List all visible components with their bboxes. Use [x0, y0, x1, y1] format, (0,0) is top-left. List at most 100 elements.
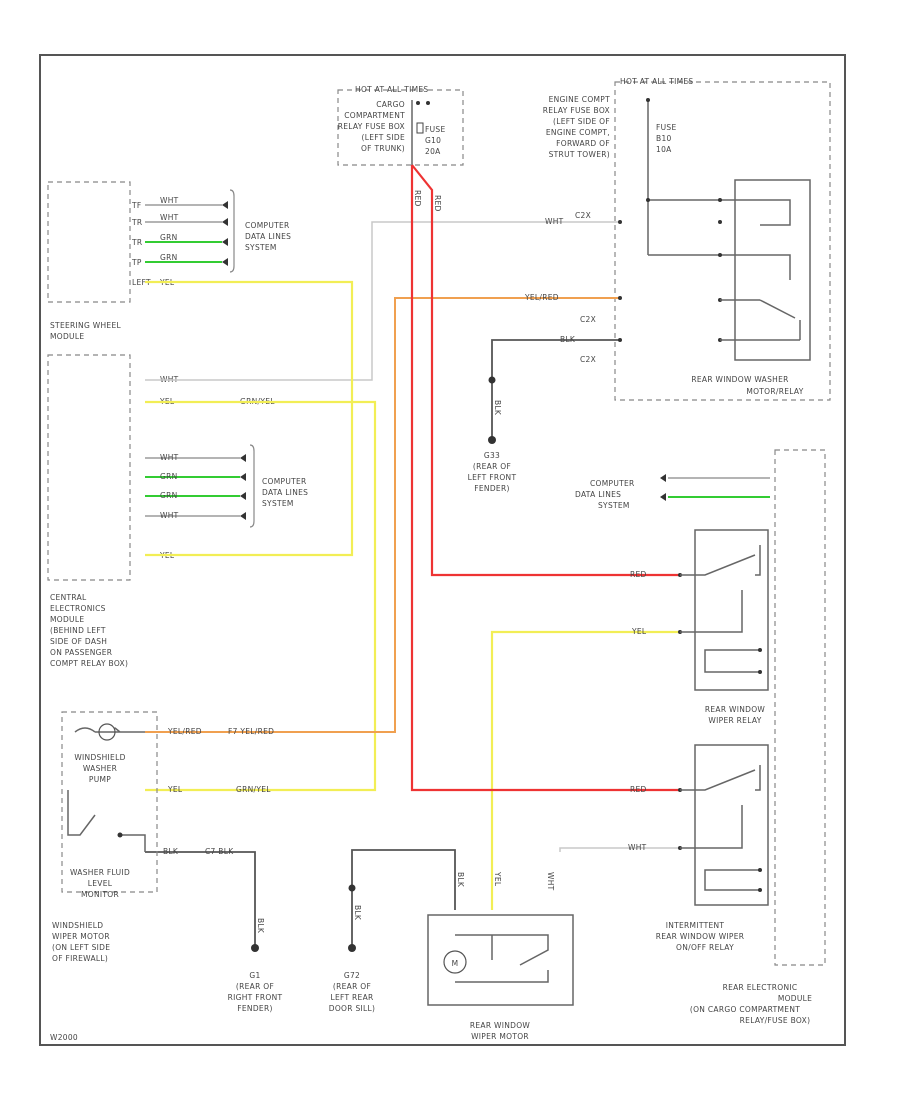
g72-label-1: G72: [344, 971, 360, 980]
steering-arrows: [222, 201, 228, 266]
fuse-left-dot-2: [426, 101, 430, 105]
pump-connector: [74, 727, 145, 733]
fuse-left-lbl-1: FUSE: [425, 125, 446, 134]
lbl-v-blk-g72: BLK: [353, 905, 362, 921]
fuse-right-loc-3: (LEFT SIDE OF: [553, 117, 610, 126]
lbl-v-red-top2: RED: [433, 195, 442, 212]
lbl-mon-blk-r: C7 BLK: [205, 847, 234, 856]
wire-yel-motor-to-wiper-relay: [490, 630, 680, 910]
g72-label-4: DOOR SILL): [329, 1004, 375, 1013]
g72-label-3: LEFT REAR: [330, 993, 373, 1002]
rem-label-3: (ON CARGO COMPARTMENT: [690, 1005, 800, 1014]
wire-wht-cem-to-washer: [145, 221, 620, 381]
washer-relay-switch: [759, 299, 796, 319]
lbl-c2b: C2X: [580, 315, 596, 324]
g1-label-4: FENDER): [237, 1004, 272, 1013]
steering-wire-label-3: GRN: [160, 233, 178, 242]
fuse-right-lbl-1: FUSE: [656, 123, 677, 132]
motor-m-glyph: M: [452, 959, 459, 968]
data-lines-b-1: COMPUTER: [262, 477, 307, 486]
g33-label-1: G33: [484, 451, 500, 460]
g33-label-3: LEFT FRONT: [468, 473, 517, 482]
rem-data-arrows: [660, 474, 666, 501]
lbl-g33-blk: BLK: [493, 400, 502, 416]
steering-label-1: STEERING WHEEL: [50, 321, 121, 330]
lbl-wht2: WHT: [628, 843, 647, 852]
fuse-right-loc-6: STRUT TOWER): [549, 150, 610, 159]
pump-label-2: WASHER: [83, 764, 117, 773]
fuse-left-loc-4: (LEFT SIDE: [362, 133, 405, 142]
fuse-box-right-outline: [614, 81, 831, 401]
lbl-red1: RED: [630, 570, 647, 579]
cem-wire-label-2: GRN: [160, 472, 178, 481]
cem-box: [47, 354, 131, 581]
intermittent-label-3: ON/OFF RELAY: [676, 943, 734, 952]
monitor-label-2: LEVEL: [88, 879, 113, 888]
fuse-left-element: [416, 122, 424, 134]
data-lines-c-1: COMPUTER: [590, 479, 635, 488]
wiper-relay-label-2: WIPER RELAY: [708, 716, 761, 725]
fuse-left-loc-5: OF TRUNK): [361, 144, 405, 153]
steering-module-box: [47, 181, 131, 303]
fuse-right-title: HOT AT ALL TIMES: [620, 77, 693, 86]
intermittent-label-2: REAR WINDOW WIPER: [656, 932, 745, 941]
pump-motor-icon: [98, 723, 116, 741]
fuse-left-lbl-3: 20A: [425, 147, 441, 156]
diagram-border: [39, 54, 846, 1046]
steering-wire-label-1: WHT: [160, 196, 179, 205]
lbl-pump-top: YEL/RED: [167, 727, 202, 736]
lbl-pump-mid-r: GRN/YEL: [236, 785, 271, 794]
lbl-wht-top: WHT: [545, 217, 564, 226]
wire-wht-motor-to-intermittent: [559, 847, 680, 852]
fuse-left-title: HOT AT ALL TIMES: [355, 85, 428, 94]
wire-blk-motor-to-g72: [351, 849, 456, 948]
wiper-motor-box: [427, 914, 574, 1006]
data-lines-a-1: COMPUTER: [245, 221, 290, 230]
conn-dot-3: [618, 338, 622, 342]
steering-pin-4: TP: [131, 258, 142, 267]
cem-label-5: SIDE OF DASH: [50, 637, 107, 646]
intermittent-relay-box: [694, 744, 769, 906]
washer-relay-pin-2: [718, 220, 722, 224]
ws-wiper-label-4: OF FIREWALL): [52, 954, 108, 963]
cem-arrows: [240, 454, 246, 520]
pump-label-1: WINDSHIELD: [74, 753, 125, 762]
fuse-left-loc-2: COMPARTMENT: [344, 111, 405, 120]
g1-label-1: G1: [249, 971, 260, 980]
fuse-left-dot-1: [416, 101, 420, 105]
fuse-right-lbl-3: 10A: [656, 145, 672, 154]
cem-wire-label-4: WHT: [160, 511, 179, 520]
fuse-right-dot: [646, 98, 650, 102]
monitor-label-3: MONITOR: [81, 890, 119, 899]
lbl-v-blk-m: BLK: [456, 872, 465, 888]
lbl-c2a: C2X: [575, 211, 591, 220]
rem-label-2: MODULE: [778, 994, 812, 1003]
steering-label-2: MODULE: [50, 332, 84, 341]
wire-red-fuse-to-intermittent: [410, 165, 680, 792]
wiper-motor-label-1: REAR WINDOW: [470, 1021, 531, 1030]
wiper-motor-internals: [455, 934, 549, 983]
wiper-relay-box: [694, 529, 769, 691]
steering-pin-3: TR: [131, 238, 142, 247]
steering-brace: [229, 189, 235, 273]
ws-wiper-label-1: WINDSHIELD: [52, 921, 103, 930]
washer-relay-feed: [648, 254, 791, 280]
cem-label-4: (BEHIND LEFT: [50, 626, 106, 635]
conn-dot-2: [618, 296, 622, 300]
steering-wire-label-2: WHT: [160, 213, 179, 222]
wiper-motor-label-2: WIPER MOTOR: [471, 1032, 529, 1041]
wiper-relay-node-2: [758, 670, 762, 674]
monitor-dot: [117, 832, 123, 838]
cem-label-2: ELECTRONICS: [50, 604, 106, 613]
ws-wiper-label-2: WIPER MOTOR: [52, 932, 110, 941]
lbl-red2: RED: [630, 785, 647, 794]
fuse-right-loc-4: ENGINE COMPT,: [546, 128, 610, 137]
g1-ground-icon: [251, 944, 259, 952]
lbl-v-wht-m: WHT: [546, 872, 555, 891]
footer-code: W2000: [50, 1033, 78, 1042]
wiper-relay-label-1: REAR WINDOW: [705, 705, 766, 714]
wire-ylwred-pump-to-washer: [145, 297, 620, 733]
wiper-relay-node-1: [758, 648, 762, 652]
fuse-box-left-outline: [337, 89, 464, 166]
washer-relay-coil-wire: [648, 199, 791, 226]
